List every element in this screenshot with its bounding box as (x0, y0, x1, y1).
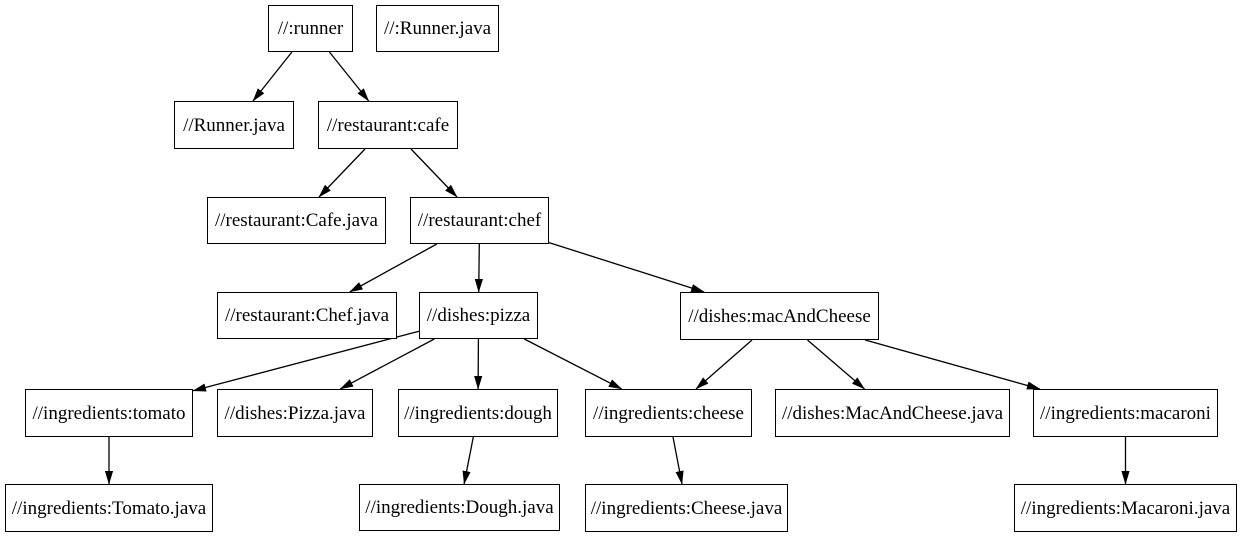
node-label: //ingredients:Cheese.java (590, 497, 783, 519)
graph-node-dough-java: //ingredients:Dough.java (359, 484, 560, 531)
edge-mac-and-cheese-to-cheese (695, 339, 753, 390)
graph-node-cafe-java: //restaurant:Cafe.java (207, 197, 386, 244)
node-label: //ingredients:Macaroni.java (1020, 497, 1231, 519)
edge-pizza-to-pizza-java (339, 338, 435, 390)
graph-node-cafe: //restaurant:cafe (318, 101, 458, 149)
node-label: //:runner (277, 18, 344, 39)
edge-chef-to-mac-and-cheese (548, 241, 705, 293)
graph-node-pizza: //dishes:pizza (419, 292, 538, 339)
edge-pizza-to-cheese (524, 338, 623, 390)
graph-node-mac-and-cheese-java: //dishes:MacAndCheese.java (775, 389, 1010, 437)
node-label: //:Runner.java (383, 18, 492, 39)
graph-node-macaroni-java: //ingredients:Macaroni.java (1014, 484, 1237, 532)
edge-chef-to-pizza (474, 243, 483, 293)
edge-pizza-to-tomato (192, 330, 420, 392)
node-label: //ingredients:macaroni (1040, 402, 1211, 424)
graph-node-tomato: //ingredients:tomato (25, 389, 193, 437)
node-label: //ingredients:Dough.java (365, 497, 554, 518)
edge-chef-to-chef-java (349, 243, 438, 293)
node-label: //restaurant:Cafe.java (214, 210, 378, 231)
graph-node-dough: //ingredients:dough (398, 389, 558, 437)
graph-node-pizza-java: //dishes:Pizza.java (217, 389, 373, 437)
graph-node-tomato-java: //ingredients:Tomato.java (5, 484, 213, 532)
node-label: //restaurant:Chef.java (224, 305, 390, 326)
graph-node-cheese: //ingredients:cheese (585, 389, 752, 437)
graph-node-runner: //:runner (268, 5, 353, 52)
node-label: //ingredients:Tomato.java (11, 497, 207, 519)
node-label: //dishes:Pizza.java (224, 402, 366, 424)
node-label: //Runner.java (183, 114, 285, 136)
graph-node-runner-java: //Runner.java (174, 101, 294, 149)
node-label: //dishes:macAndCheese (688, 305, 871, 327)
node-label: //dishes:MacAndCheese.java (781, 402, 1004, 424)
graph-node-chef-java: //restaurant:Chef.java (217, 292, 397, 339)
node-label: //restaurant:chef (417, 210, 542, 231)
graph-node-chef: //restaurant:chef (410, 197, 549, 244)
node-label: //ingredients:tomato (32, 402, 186, 424)
edge-dough-to-dough-java (462, 436, 474, 485)
edge-mac-and-cheese-to-mac-and-cheese-java (807, 339, 865, 390)
edge-runner-to-cafe (328, 51, 370, 102)
edge-mac-and-cheese-to-macaroni (864, 339, 1041, 390)
graph-node-runner-src-file: //:Runner.java (376, 5, 499, 52)
edge-cafe-to-cafe-java (318, 148, 366, 198)
node-label: //restaurant:cafe (326, 114, 450, 136)
graph-node-macaroni: //ingredients:macaroni (1033, 389, 1218, 437)
node-label: //ingredients:cheese (593, 402, 744, 424)
node-label: //ingredients:dough (404, 402, 552, 424)
edge-cafe-to-chef (410, 148, 458, 198)
edge-runner-to-runner-java (252, 51, 293, 102)
node-label: //dishes:pizza (426, 305, 531, 326)
graph-node-cheese-java: //ingredients:Cheese.java (585, 484, 788, 532)
graph-node-mac-and-cheese: //dishes:macAndCheese (680, 292, 879, 340)
edge-cheese-to-cheese-java (672, 436, 684, 485)
